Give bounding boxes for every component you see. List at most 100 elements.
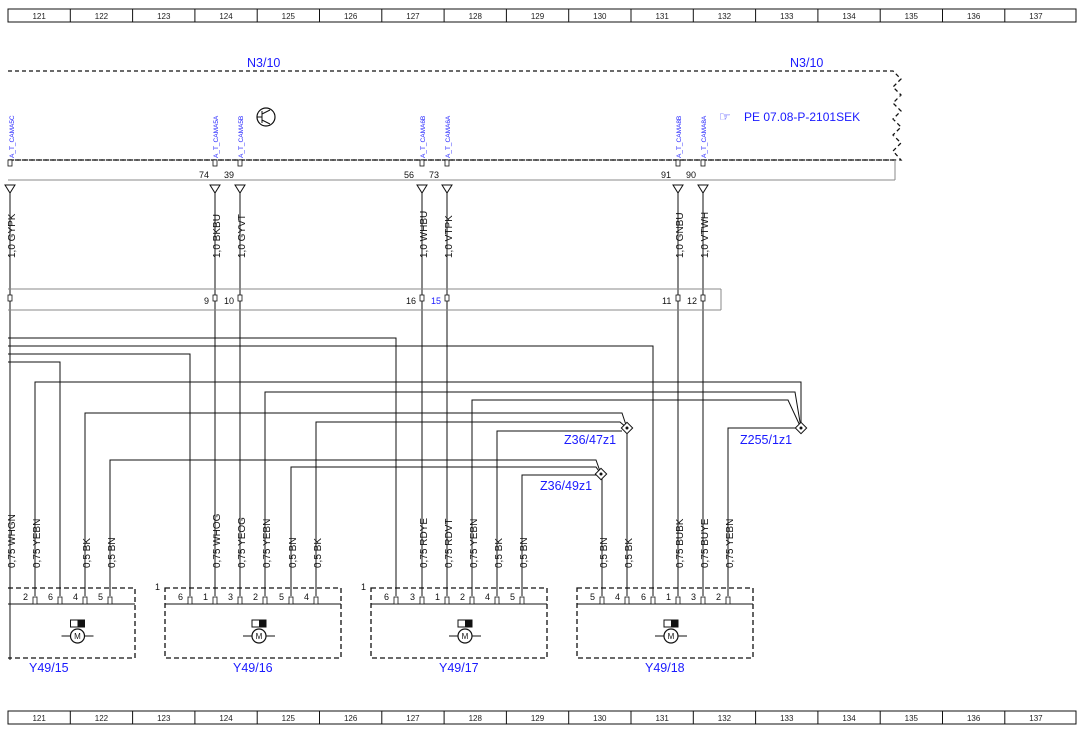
- ruler-cell-label: 127: [406, 714, 420, 723]
- splice-z255-1z1-label: Z255/1z1: [740, 433, 792, 447]
- ruler-cell-label: 135: [905, 714, 919, 723]
- ruler-cell-label: 129: [531, 12, 545, 21]
- motor-pin-label: 2: [23, 592, 28, 602]
- ruler-cell-label: 125: [282, 12, 296, 21]
- ruler-cell-label: 123: [157, 12, 171, 21]
- motor-pin-label: 4: [304, 592, 309, 602]
- motor-pin-label: 2: [716, 592, 721, 602]
- motor-wire-label: 0,75 WHGN: [7, 514, 18, 568]
- ruler-cell-label: 122: [95, 714, 109, 723]
- ruler-cell-label: 127: [406, 12, 420, 21]
- motor-wire-label: 0,75 YEBN: [469, 519, 480, 568]
- ruler-cell-label: 136: [967, 714, 981, 723]
- motor-pin-label: 3: [410, 592, 415, 602]
- ruler-cell-label: 126: [344, 714, 358, 723]
- reference-link[interactable]: PE 07.08-P-2101SEK: [744, 110, 860, 124]
- harness-wire-vtwh: 1,0 VTWH: [700, 212, 711, 258]
- control-unit-n3-10: N3/10 N3/10 ☞ PE 07.08-P-2101SEK A_T_CAM…: [4, 56, 903, 197]
- harness-wire-vtpk: 1,0 VTPK: [444, 215, 455, 258]
- motor-pin-label: 4: [485, 592, 490, 602]
- motor-side-label: 1: [155, 582, 160, 592]
- signal-a-t-cama8a: A_T_CAMA8A: [701, 115, 708, 158]
- harness-wire-bkbu: 1,0 BKBU: [212, 214, 223, 258]
- conn-pin-10: 10: [224, 296, 234, 306]
- motor-pin-label: 1: [203, 592, 208, 602]
- ruler-cell-label: 121: [32, 12, 46, 21]
- signal-a-t-cama6a: A_T_CAMA6A: [445, 115, 452, 158]
- ruler-cell-label: 131: [655, 12, 669, 21]
- ruler-cell-label: 130: [593, 12, 607, 21]
- ruler-cell-label: 128: [469, 12, 483, 21]
- motor-pin-label: 2: [253, 592, 258, 602]
- motor-pin-label: 5: [590, 592, 595, 602]
- signal-a-t-cama5a: A_T_CAMA5A: [213, 115, 220, 158]
- ruler-cell-label: 132: [718, 12, 732, 21]
- conn-pin-16: 16: [406, 296, 416, 306]
- motor-label: Y49/17: [439, 661, 479, 675]
- motor-label: Y49/18: [645, 661, 685, 675]
- ruler-cell-label: 134: [842, 714, 856, 723]
- harness-wires: 1,0 GYPK 1,0 BKBU 1,0 GYVT 1,0 WHBU 1,0 …: [7, 196, 711, 660]
- ruler-cell-label: 131: [655, 714, 669, 723]
- ruler-cell-label: 124: [219, 12, 233, 21]
- signal-a-t-cama5c: A_T_CAMA5C: [9, 115, 16, 158]
- motor-icon: [242, 619, 276, 644]
- cu-pin-91: 91: [661, 170, 671, 180]
- motor-wire-label: 0,75 YEBN: [32, 519, 43, 568]
- motor-wire-label: 0,5 BK: [82, 538, 93, 568]
- motor-wire-label: 0,5 BN: [599, 537, 610, 568]
- ruler-cell-label: 123: [157, 714, 171, 723]
- motor-pin-label: 1: [666, 592, 671, 602]
- ruler-cell-label: 137: [1029, 714, 1043, 723]
- motor-wire-label: 0,5 BN: [519, 537, 530, 568]
- splice-z36-47z1-label: Z36/47z1: [564, 433, 616, 447]
- top-ruler: 121 122 123 124 125 126 127 128 129 130 131 132 133 1…: [7, 8, 1077, 23]
- ruler-cell-label: 124: [219, 714, 233, 723]
- motor-wire-label: 0,5 BN: [107, 537, 118, 568]
- motor-wire-label: 0,75 YEBN: [725, 519, 736, 568]
- motor-wire-label: 0,5 BN: [288, 537, 299, 568]
- ruler-cell-label: 137: [1029, 12, 1043, 21]
- harness-wire-gyvt: 1,0 GYVT: [237, 214, 248, 258]
- motor-icon: [60, 619, 95, 644]
- ruler-cell-label: 121: [32, 714, 46, 723]
- splice-z255-1z1: Z255/1z1: [740, 421, 808, 447]
- motor-pin-label: 1: [435, 592, 440, 602]
- motor-pin-label: 6: [384, 592, 389, 602]
- motor-wire-label: 0,75 YEBN: [262, 519, 273, 568]
- motor-pin-label: 6: [48, 592, 53, 602]
- motor-pin-label: 3: [228, 592, 233, 602]
- motor-wire-label: 0,75 YEOG: [237, 517, 248, 568]
- harness-wire-gnbu: 1,0 GNBU: [675, 212, 686, 258]
- motor-icon: [654, 619, 688, 644]
- ruler-cell-label: 135: [905, 12, 919, 21]
- ruler-cell-label: 130: [593, 714, 607, 723]
- conn-pin-15: 15: [431, 296, 441, 306]
- ruler-cell-label: 129: [531, 714, 545, 723]
- motor-pin-label: 3: [691, 592, 696, 602]
- ruler-cell-label: 133: [780, 12, 794, 21]
- motor-pin-label: 5: [510, 592, 515, 602]
- ruler-cell-label: 128: [469, 714, 483, 723]
- signal-a-t-cama8b: A_T_CAMA8B: [676, 116, 683, 158]
- motor-pin-label: 4: [615, 592, 620, 602]
- motor-wire-label: 0,75 WHOG: [212, 513, 223, 568]
- control-unit-label-right: N3/10: [790, 56, 823, 70]
- ruler-cell-label: 136: [967, 12, 981, 21]
- ruler-cell-label: 126: [344, 12, 358, 21]
- motor-pin-label: 2: [460, 592, 465, 602]
- motor-pin-label: 5: [279, 592, 284, 602]
- motor-side-label: 1: [361, 582, 366, 592]
- intermediate-connector: 9 10 16 15 11 12: [7, 288, 722, 311]
- ruler-cell-label: 122: [95, 12, 109, 21]
- cu-pin-74: 74: [199, 170, 209, 180]
- splice-z36-49z1: Z36/49z1: [540, 467, 608, 493]
- cu-pin-39: 39: [224, 170, 234, 180]
- hand-pointer-icon: ☞: [719, 109, 731, 124]
- harness-wire-gypk: 1,0 GYPK: [7, 213, 18, 258]
